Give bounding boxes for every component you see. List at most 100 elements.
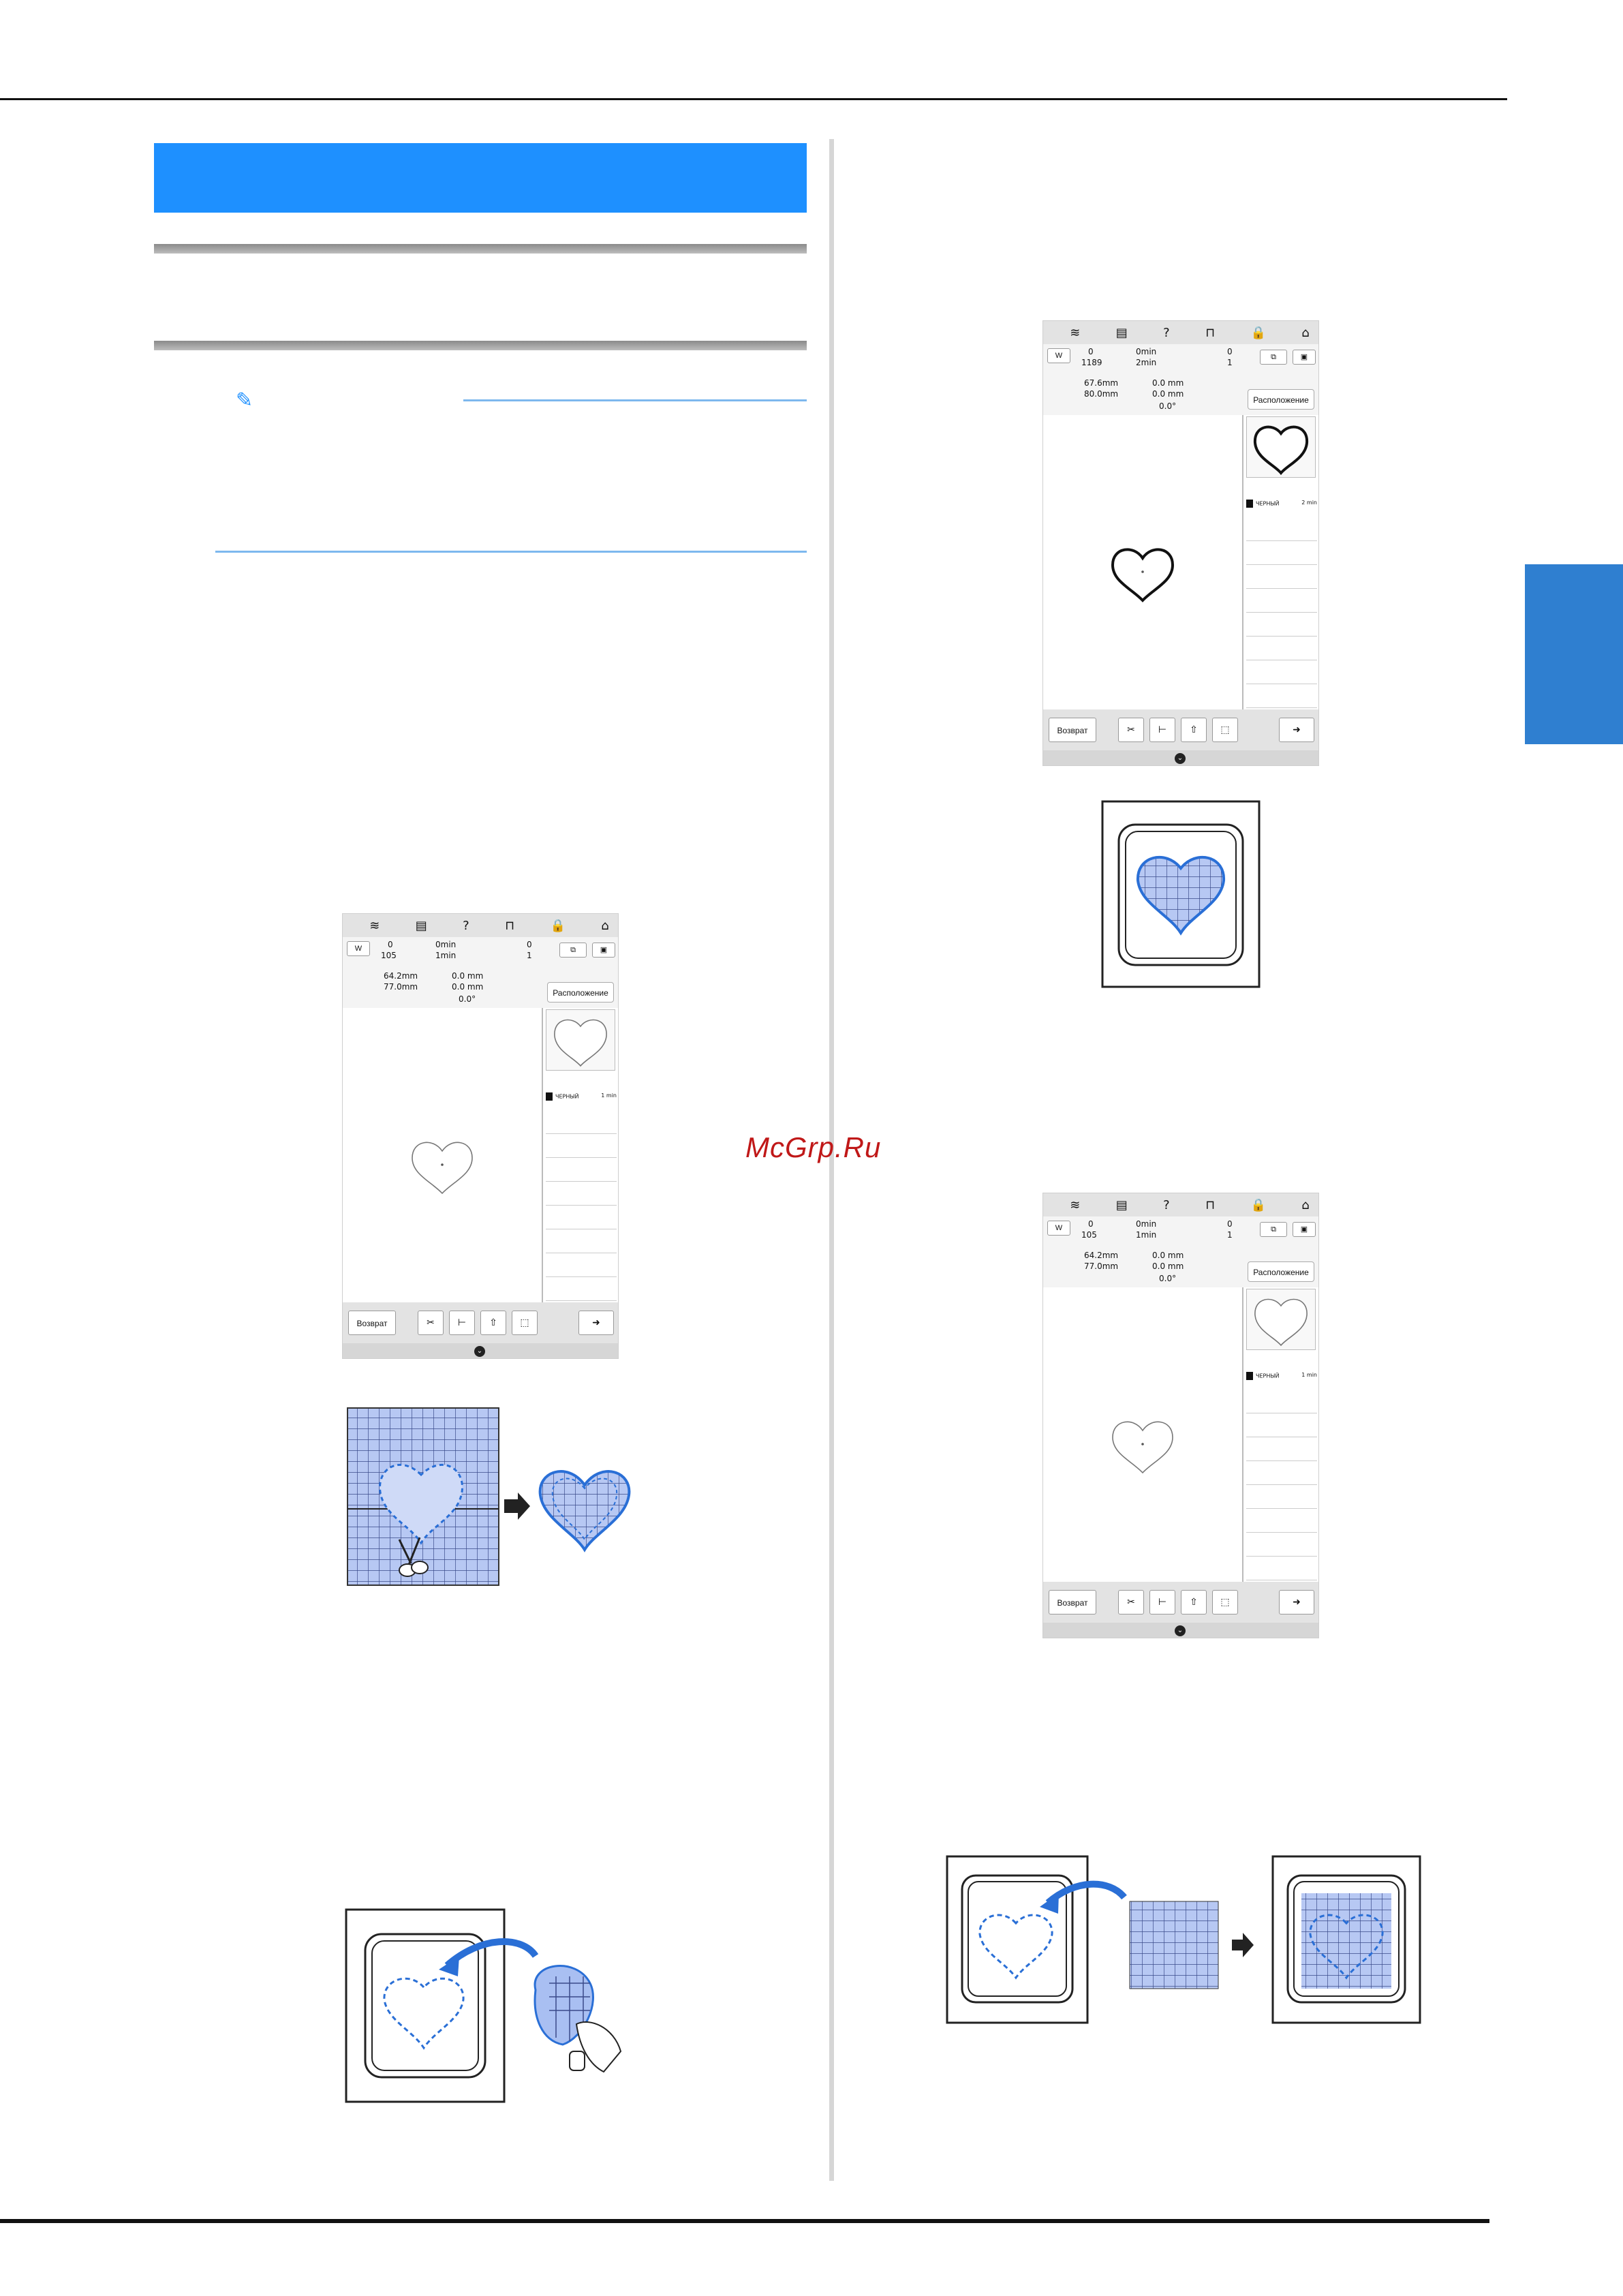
section-banner bbox=[154, 143, 807, 213]
needle-up-icon[interactable]: ⇧ bbox=[1181, 718, 1207, 742]
thread-sidebar: ЧЕРНЫЙ 2 min bbox=[1243, 415, 1318, 709]
chevron-down-icon[interactable]: ⌄ bbox=[1175, 1625, 1186, 1636]
return-button[interactable]: Возврат bbox=[348, 1311, 396, 1335]
offset-vertical: 0.0 mm bbox=[1152, 378, 1184, 388]
thread-cut-icon[interactable]: ✂ bbox=[1118, 718, 1144, 742]
thread-list bbox=[546, 1110, 617, 1301]
color-swatch bbox=[1246, 500, 1253, 508]
thread-color-row[interactable]: ЧЕРНЫЙ 1 min bbox=[1246, 1372, 1317, 1380]
next-icon[interactable]: ➜ bbox=[1279, 1590, 1314, 1614]
needle-up-icon[interactable]: ⇧ bbox=[1181, 1590, 1207, 1614]
trial-frame-icon[interactable]: ⬚ bbox=[1212, 1590, 1238, 1614]
tension-icon[interactable]: ⊢ bbox=[449, 1311, 475, 1335]
thread-list bbox=[1246, 517, 1317, 708]
trial-frame-icon[interactable]: ⬚ bbox=[1212, 718, 1238, 742]
thread-sidebar: ЧЕРНЫЙ 1 min bbox=[1243, 1287, 1318, 1582]
screen-status-bar: wifi-icon≋page-icon▤help-icon?bobbin-ico… bbox=[1043, 321, 1318, 344]
embroidery-canvas[interactable] bbox=[1043, 1287, 1243, 1582]
embroidery-canvas[interactable] bbox=[343, 1008, 543, 1302]
thread-sidebar: ЧЕРНЫЙ 1 min bbox=[543, 1008, 618, 1302]
offset-vertical: 0.0 mm bbox=[1152, 1251, 1184, 1260]
bobbin-icon-glyph[interactable]: ⊓ bbox=[1205, 325, 1216, 340]
embroidery-canvas[interactable] bbox=[1043, 415, 1243, 709]
home-icon-glyph[interactable]: ⌂ bbox=[1301, 1197, 1310, 1212]
page-icon-glyph[interactable]: ▤ bbox=[1115, 1197, 1128, 1212]
tension-icon[interactable]: ⊢ bbox=[1149, 718, 1175, 742]
time-bottom: 1min bbox=[435, 951, 457, 960]
rotation-angle: 0.0° bbox=[1159, 1274, 1177, 1283]
color-count-bottom: 1 bbox=[1227, 1230, 1233, 1240]
wifi-icon-glyph[interactable]: ≋ bbox=[369, 918, 380, 933]
page-icon-glyph[interactable]: ▤ bbox=[415, 918, 427, 933]
screen-info-panel: W 0 105 0min 1min 0 1 ⧉ ▣ 64.2mm 77.0mm … bbox=[343, 937, 618, 1008]
chapter-tab[interactable] bbox=[1525, 564, 1623, 744]
screen-toolbar: Возврат ✂ ⊢ ⇧ ⬚ ➜ bbox=[1043, 1582, 1318, 1623]
arrow-right-icon bbox=[504, 1493, 530, 1520]
preview-icon[interactable]: ▣ bbox=[1293, 350, 1316, 365]
thread-time: 2 min bbox=[1301, 500, 1317, 506]
return-button[interactable]: Возврат bbox=[1049, 718, 1096, 742]
pattern-thumbnail[interactable] bbox=[1246, 1289, 1316, 1350]
screen-footer: ⌄ bbox=[1043, 1623, 1318, 1638]
lock-icon-glyph[interactable]: 🔒 bbox=[1250, 1197, 1266, 1212]
layout-icon[interactable]: ⧉ bbox=[1260, 350, 1287, 365]
home-icon-glyph[interactable]: ⌂ bbox=[601, 918, 609, 933]
lock-icon-glyph[interactable]: 🔒 bbox=[550, 918, 566, 933]
next-icon[interactable]: ➜ bbox=[578, 1311, 614, 1335]
bobbin-icon-glyph[interactable]: ⊓ bbox=[505, 918, 515, 933]
preview-icon[interactable]: ▣ bbox=[1293, 1222, 1316, 1237]
hoop-icon[interactable]: W bbox=[347, 941, 370, 956]
placement-button[interactable]: Расположение bbox=[547, 982, 614, 1002]
return-button[interactable]: Возврат bbox=[1049, 1590, 1096, 1614]
thread-cut-icon[interactable]: ✂ bbox=[1118, 1590, 1144, 1614]
time-top: 0min bbox=[1136, 347, 1157, 356]
screen-toolbar: Возврат ✂ ⊢ ⇧ ⬚ ➜ bbox=[1043, 709, 1318, 750]
rotation-angle: 0.0° bbox=[459, 994, 476, 1004]
pattern-height: 77.0mm bbox=[384, 982, 418, 992]
help-icon-glyph[interactable]: ? bbox=[463, 918, 469, 933]
color-count-top: 0 bbox=[1227, 1219, 1233, 1229]
page-icon-glyph[interactable]: ▤ bbox=[1115, 325, 1128, 340]
screen-footer: ⌄ bbox=[1043, 750, 1318, 765]
screen-info-panel: W 0 1189 0min 2min 0 1 ⧉ ▣ 67.6mm 80.0mm… bbox=[1043, 344, 1318, 415]
time-bottom: 2min bbox=[1136, 358, 1157, 367]
pattern-thumbnail[interactable] bbox=[546, 1009, 615, 1071]
layout-icon[interactable]: ⧉ bbox=[559, 943, 587, 958]
color-count-top: 0 bbox=[1227, 347, 1233, 356]
preview-icon[interactable]: ▣ bbox=[592, 943, 615, 958]
screen-footer: ⌄ bbox=[343, 1343, 618, 1358]
tension-icon[interactable]: ⊢ bbox=[1149, 1590, 1175, 1614]
offset-vertical: 0.0 mm bbox=[452, 971, 484, 981]
next-icon[interactable]: ➜ bbox=[1279, 718, 1314, 742]
thread-cut-icon[interactable]: ✂ bbox=[418, 1311, 444, 1335]
thread-color-row[interactable]: ЧЕРНЫЙ 2 min bbox=[1246, 500, 1317, 508]
lock-icon-glyph[interactable]: 🔒 bbox=[1250, 325, 1266, 340]
help-icon-glyph[interactable]: ? bbox=[1163, 1197, 1170, 1212]
thread-color-row[interactable]: ЧЕРНЫЙ 1 min bbox=[546, 1092, 617, 1101]
pattern-thumbnail[interactable] bbox=[1246, 416, 1316, 478]
chevron-down-icon[interactable]: ⌄ bbox=[1175, 753, 1186, 764]
note-rule-top bbox=[463, 399, 807, 401]
rotation-angle: 0.0° bbox=[1159, 401, 1177, 411]
cut-heart-illustration bbox=[347, 1407, 631, 1586]
trial-frame-icon[interactable]: ⬚ bbox=[512, 1311, 538, 1335]
time-top: 0min bbox=[1136, 1219, 1157, 1229]
chevron-down-icon[interactable]: ⌄ bbox=[474, 1346, 485, 1357]
color-swatch bbox=[1246, 1372, 1253, 1380]
wifi-icon-glyph[interactable]: ≋ bbox=[1070, 325, 1081, 340]
placement-button[interactable]: Расположение bbox=[1248, 1261, 1314, 1282]
thread-name: ЧЕРНЫЙ bbox=[555, 1093, 579, 1100]
placement-button[interactable]: Расположение bbox=[1248, 389, 1314, 410]
hoop-icon[interactable]: W bbox=[1047, 1221, 1070, 1236]
stitch-count-top: 0 bbox=[1088, 347, 1094, 356]
help-icon-glyph[interactable]: ? bbox=[1163, 325, 1170, 340]
needle-up-icon[interactable]: ⇧ bbox=[480, 1311, 506, 1335]
wifi-icon-glyph[interactable]: ≋ bbox=[1070, 1197, 1081, 1212]
bobbin-icon-glyph[interactable]: ⊓ bbox=[1205, 1197, 1216, 1212]
thread-time: 1 min bbox=[601, 1092, 617, 1099]
home-icon-glyph[interactable]: ⌂ bbox=[1301, 325, 1310, 340]
machine-screen-3: wifi-icon≋page-icon▤help-icon?bobbin-ico… bbox=[1042, 1193, 1319, 1638]
layout-icon[interactable]: ⧉ bbox=[1260, 1222, 1287, 1237]
hoop-icon[interactable]: W bbox=[1047, 348, 1070, 363]
color-swatch bbox=[546, 1092, 553, 1101]
